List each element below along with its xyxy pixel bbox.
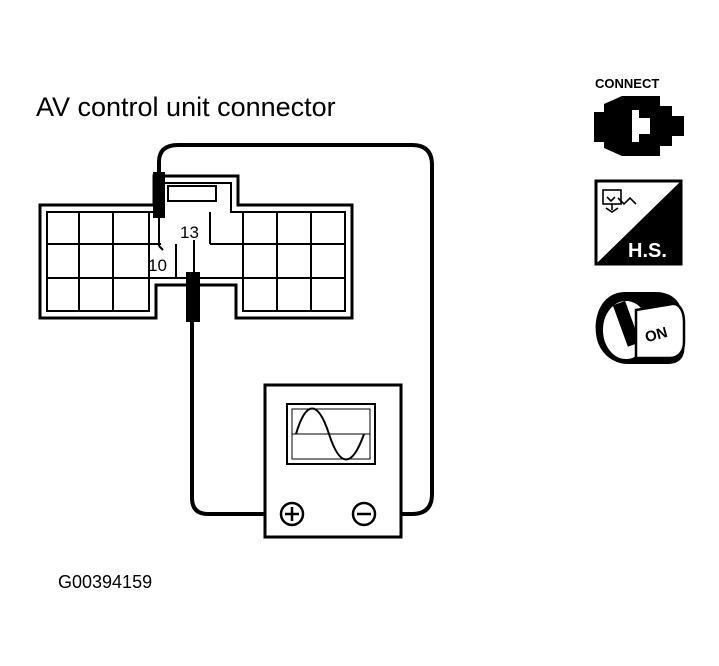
- sine-wave-icon: [295, 407, 365, 461]
- probe-wire-positive: [190, 318, 278, 516]
- pin-label-13: 13: [180, 223, 199, 242]
- positive-terminal: [279, 501, 305, 527]
- connector-connect-icon: CONNECT: [594, 76, 684, 156]
- hs-icon: H.S.: [594, 179, 683, 266]
- figure-code: G00394159: [58, 572, 152, 592]
- oscilloscope: [263, 383, 403, 539]
- diagram-title: AV control unit connector: [36, 92, 336, 122]
- negative-terminal: [351, 501, 377, 527]
- probe-wire-negative: [157, 143, 434, 516]
- av-control-unit-connector: 13 10: [38, 174, 354, 320]
- connect-label: CONNECT: [595, 76, 659, 91]
- ignition-label: ON: [643, 324, 669, 346]
- ignition-on-icon: ON: [595, 292, 686, 364]
- positive-probe: [186, 240, 200, 322]
- hs-label: H.S.: [628, 240, 667, 262]
- negative-probe: [153, 172, 165, 251]
- pin-label-10: 10: [148, 256, 167, 275]
